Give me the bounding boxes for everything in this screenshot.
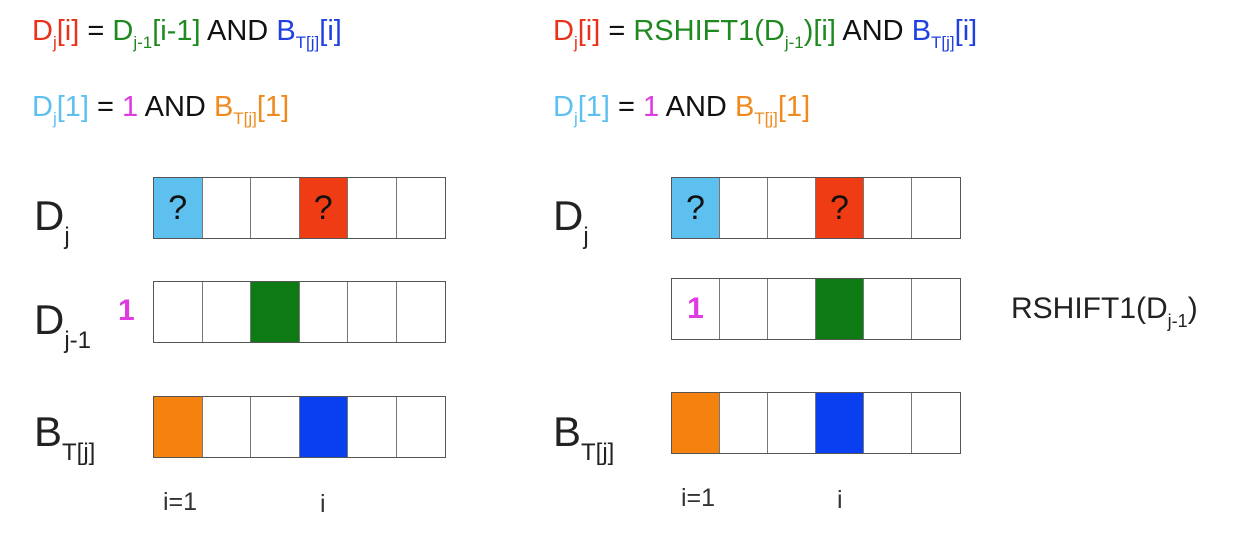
array-cell: ? <box>672 178 720 238</box>
right-formula-recurrence: Dj[i] = RSHIFT1(Dj-1)[i] AND BT[j][i] <box>553 15 978 52</box>
unknown-bit: ? <box>830 188 849 227</box>
array-cell <box>202 178 251 238</box>
array-cell <box>251 178 300 238</box>
array-cell <box>864 279 912 339</box>
array-cell <box>768 178 816 238</box>
dj-base-term: Dj[1] <box>32 91 89 128</box>
left-formula-recurrence: Dj[i] = Dj-1[i-1] AND BT[j][i] <box>32 15 342 52</box>
shift-in-one: 1 <box>118 294 135 327</box>
array-cell <box>768 393 816 453</box>
index-first-label: i=1 <box>681 484 716 512</box>
b-base-term: BT[j][1] <box>213 91 290 128</box>
dj-term: Dj[i] <box>553 15 601 52</box>
index-i-label: i <box>320 490 326 518</box>
array-cell: ? <box>154 178 203 238</box>
one-term: 1 <box>643 91 660 123</box>
b-term: BT[j][i] <box>911 15 978 52</box>
row-label-b: BT[j] <box>34 408 96 466</box>
index-first-label: i=1 <box>163 488 198 516</box>
array-dj: ?? <box>153 177 446 239</box>
array-cell <box>768 279 816 339</box>
dj-base-term: Dj[1] <box>553 91 610 128</box>
row-label-b: BT[j] <box>553 408 615 466</box>
dj-term: Dj[i] <box>32 15 80 52</box>
array-cell <box>720 178 768 238</box>
array-cell: 1 <box>672 279 720 339</box>
array-b <box>671 392 961 454</box>
rshift-term: RSHIFT1(Dj-1)[i] <box>633 15 836 52</box>
array-cell <box>348 178 397 238</box>
shifted-one: 1 <box>687 292 704 325</box>
array-cell <box>154 282 203 342</box>
array-cell <box>251 397 300 457</box>
rshift-label: RSHIFT1(Dj-1) <box>1011 292 1198 331</box>
array-cell <box>396 178 445 238</box>
array-cell <box>720 279 768 339</box>
array-cell <box>912 279 960 339</box>
array-cell <box>816 279 864 339</box>
array-cell: ? <box>816 178 864 238</box>
dj1-term: Dj-1[i-1] <box>112 15 201 52</box>
array-cell <box>348 282 397 342</box>
array-cell <box>672 393 720 453</box>
array-cell: ? <box>299 178 348 238</box>
array-cell <box>396 282 445 342</box>
array-cell <box>299 397 348 457</box>
array-cell <box>251 282 300 342</box>
array-cell <box>348 397 397 457</box>
array-cell <box>864 393 912 453</box>
array-cell <box>202 282 251 342</box>
right-formula-base: Dj[1] = 1 AND BT[j][1] <box>553 91 811 128</box>
array-b <box>153 396 446 458</box>
b-term: BT[j][i] <box>276 15 342 52</box>
unknown-bit: ? <box>168 188 188 227</box>
array-dj: ?? <box>671 177 961 239</box>
left-formula-base: Dj[1] = 1 AND BT[j][1] <box>32 91 290 128</box>
array-rshift-dj-1: 1 <box>671 278 961 340</box>
unknown-bit: ? <box>686 188 705 227</box>
row-label-dj-1: Dj-1 <box>34 296 92 354</box>
array-cell <box>154 397 203 457</box>
array-cell <box>396 397 445 457</box>
array-cell <box>816 393 864 453</box>
array-dj-1 <box>153 281 446 343</box>
array-cell <box>864 178 912 238</box>
one-term: 1 <box>122 91 139 123</box>
array-cell <box>299 282 348 342</box>
row-label-dj: Dj <box>34 192 70 250</box>
unknown-bit: ? <box>313 188 333 227</box>
row-label-dj: Dj <box>553 192 589 250</box>
index-i-label: i <box>837 486 843 514</box>
array-cell <box>202 397 251 457</box>
array-cell <box>912 178 960 238</box>
array-cell <box>912 393 960 453</box>
b-base-term: BT[j][1] <box>734 91 811 128</box>
array-cell <box>720 393 768 453</box>
